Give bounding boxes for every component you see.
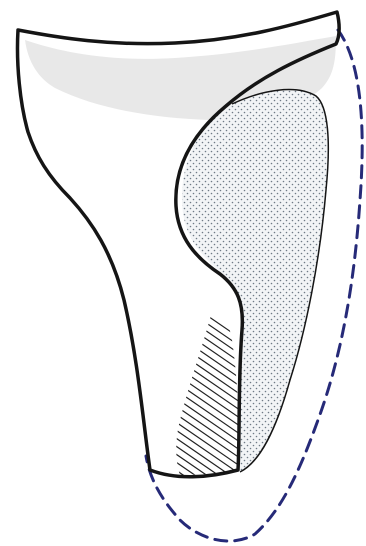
hatch-line: [170, 322, 250, 377]
stippled-pulp-region: [182, 90, 328, 472]
hatch-line: [170, 306, 250, 361]
hatch-line: [170, 298, 250, 353]
hatch-line: [170, 330, 250, 385]
hatch-line: [170, 314, 250, 369]
